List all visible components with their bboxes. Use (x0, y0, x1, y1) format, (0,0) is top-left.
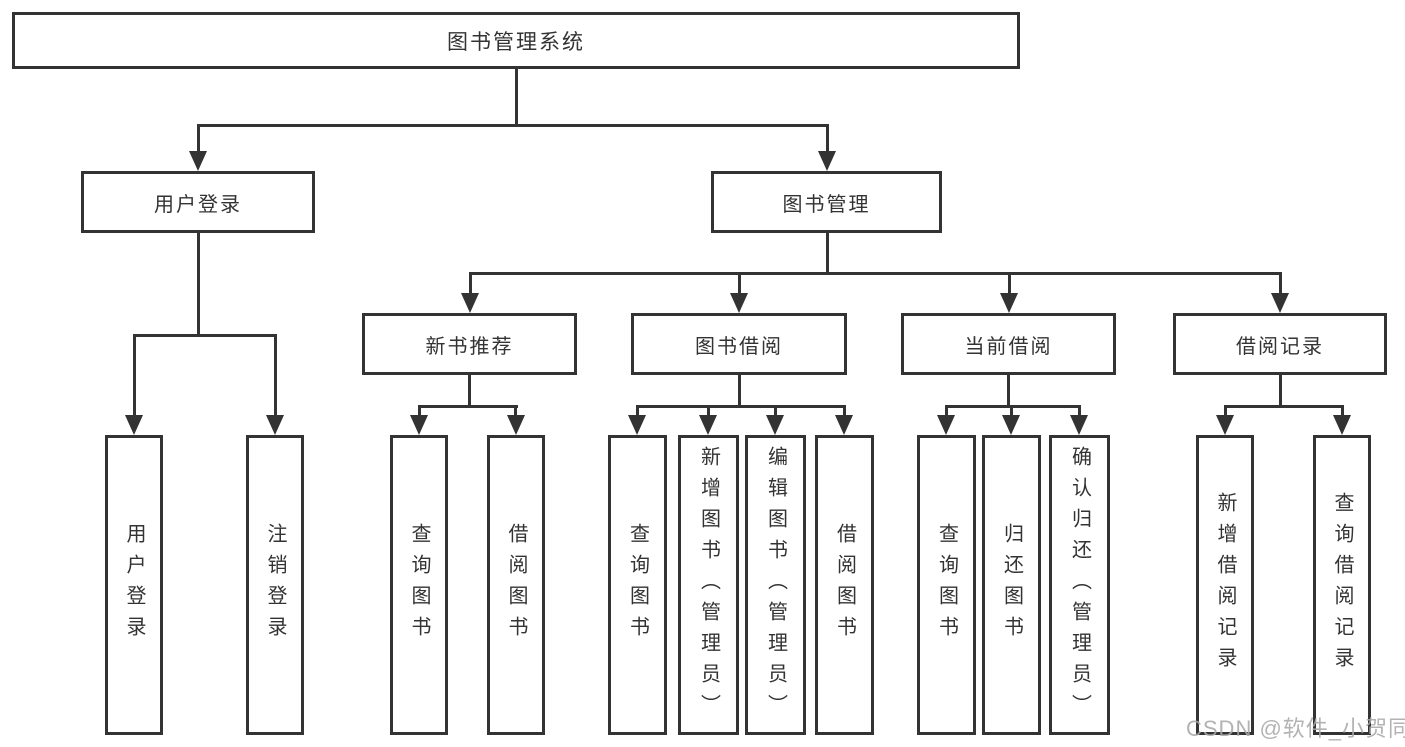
connector-book-mgmt-stem (826, 232, 829, 275)
node-borrowing-records: 借阅记录 (1173, 313, 1387, 375)
leaf-borrow-books-1: 借阅图书 (487, 435, 545, 735)
leaf-logout: 注销登录 (246, 435, 304, 735)
node-new-book-recommend-label: 新书推荐 (425, 335, 514, 358)
leaf-logout-label: 注销登录 (264, 523, 286, 647)
connector-user-login-stem (197, 232, 200, 336)
leaf-query-books-1-label: 查询图书 (408, 523, 430, 647)
arrowhead-icon (1070, 415, 1088, 435)
arrowhead-icon (125, 415, 143, 435)
arrowhead-icon (766, 415, 784, 435)
connector-drop (636, 405, 639, 419)
node-book-management-label: 图书管理 (782, 193, 871, 216)
connector-drop-leaf-login (133, 334, 136, 419)
connector-drop-borrow-records (1279, 272, 1282, 296)
leaf-user-login: 用户登录 (105, 435, 163, 735)
arrowhead-icon (1271, 293, 1289, 313)
leaf-query-borrow-record-label: 查询借阅记录 (1331, 492, 1353, 678)
leaf-borrow-books-2: 借阅图书 (815, 435, 874, 735)
leaf-query-books-2-label: 查询图书 (626, 523, 649, 647)
node-book-borrowing-label: 图书借阅 (695, 335, 783, 358)
leaf-add-books-admin-label: 新增图书（管理员） (697, 445, 720, 725)
arrowhead-icon (1333, 415, 1351, 435)
connector-drop (1010, 405, 1013, 419)
leaf-query-books-2: 查询图书 (608, 435, 667, 735)
connector-drop (1224, 405, 1227, 419)
node-user-login: 用户登录 (81, 171, 315, 233)
connector-drop-new-book (469, 272, 472, 296)
node-borrowing-records-label: 借阅记录 (1236, 335, 1324, 358)
connector-current-borrow-branch (945, 405, 1081, 408)
node-root-label: 图书管理系统 (447, 30, 585, 54)
leaf-add-borrow-record-label: 新增借阅记录 (1214, 492, 1236, 678)
arrowhead-icon (266, 415, 284, 435)
connector-drop-current-borrow (1008, 272, 1011, 296)
connector-drop (1341, 405, 1344, 419)
connector-root-branch (197, 124, 829, 127)
arrowhead-icon (507, 415, 525, 435)
leaf-return-books: 归还图书 (982, 435, 1041, 735)
arrowhead-icon (410, 415, 428, 435)
node-current-borrowing: 当前借阅 (901, 313, 1116, 375)
connector-book-borrow-stem (738, 374, 741, 407)
arrowhead-icon (818, 151, 836, 171)
connector-current-borrow-stem (1007, 374, 1010, 407)
connector-drop-user-login (197, 124, 200, 154)
node-root: 图书管理系统 (12, 12, 1020, 69)
leaf-return-books-label: 归还图书 (1000, 523, 1023, 647)
connector-drop-book-mgmt (826, 124, 829, 154)
connector-new-book-stem (468, 374, 471, 407)
connector-drop (945, 405, 948, 419)
arrowhead-icon (1002, 415, 1020, 435)
connector-user-login-branch (133, 334, 277, 337)
leaf-confirm-return-admin-label: 确认归还（管理员） (1068, 445, 1091, 725)
leaf-add-books-admin: 新增图书（管理员） (678, 435, 739, 735)
arrowhead-icon (1216, 415, 1234, 435)
leaf-borrow-books-1-label: 借阅图书 (505, 523, 527, 647)
node-book-management: 图书管理 (711, 171, 942, 233)
node-new-book-recommend: 新书推荐 (362, 313, 577, 375)
leaf-edit-books-admin: 编辑图书（管理员） (745, 435, 806, 735)
arrowhead-icon (628, 415, 646, 435)
arrowhead-icon (699, 415, 717, 435)
connector-drop (418, 405, 421, 419)
connector-borrow-records-stem (1279, 374, 1282, 407)
leaf-query-books-3: 查询图书 (917, 435, 976, 735)
node-current-borrowing-label: 当前借阅 (964, 335, 1053, 358)
arrowhead-icon (937, 415, 955, 435)
leaf-borrow-books-2-label: 借阅图书 (833, 523, 856, 647)
arrowhead-icon (835, 415, 853, 435)
connector-borrow-records-branch (1224, 405, 1344, 408)
leaf-query-borrow-record: 查询借阅记录 (1313, 435, 1371, 735)
leaf-edit-books-admin-label: 编辑图书（管理员） (764, 445, 787, 725)
connector-book-mgmt-branch (469, 272, 1282, 275)
node-book-borrowing: 图书借阅 (631, 313, 847, 375)
connector-drop (774, 405, 777, 419)
connector-drop-leaf-logout (274, 334, 277, 419)
connector-new-book-branch (418, 405, 518, 408)
arrowhead-icon (461, 293, 479, 313)
arrowhead-icon (730, 293, 748, 313)
leaf-confirm-return-admin: 确认归还（管理员） (1049, 435, 1110, 735)
arrowhead-icon (1000, 293, 1018, 313)
csdn-watermark: CSDN @软件_小贺同学 (1186, 716, 1405, 741)
connector-drop (514, 405, 517, 419)
leaf-user-login-label: 用户登录 (123, 523, 145, 647)
connector-drop (707, 405, 710, 419)
node-user-login-label: 用户登录 (154, 193, 242, 216)
arrowhead-icon (189, 151, 207, 171)
leaf-query-books-1: 查询图书 (390, 435, 448, 735)
connector-root-trunk (515, 68, 518, 126)
connector-drop-book-borrow (738, 272, 741, 296)
leaf-query-books-3-label: 查询图书 (935, 523, 958, 647)
connector-drop (843, 405, 846, 419)
connector-drop (1078, 405, 1081, 419)
leaf-add-borrow-record: 新增借阅记录 (1196, 435, 1254, 735)
connector-book-borrow-branch (636, 405, 846, 408)
